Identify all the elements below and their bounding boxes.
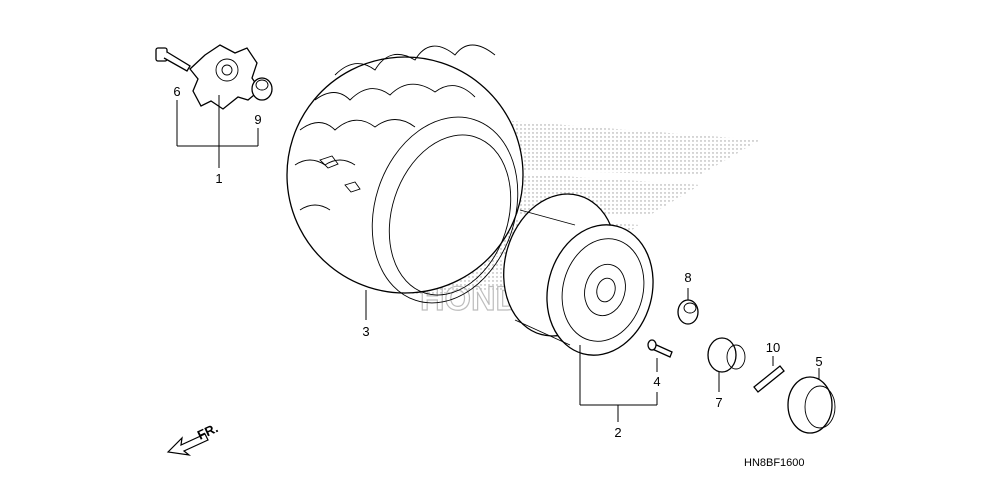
front-direction-arrow-icon bbox=[166, 433, 209, 456]
wheel-hub[interactable] bbox=[189, 44, 261, 110]
wheel-nut[interactable] bbox=[677, 299, 699, 325]
castle-nut[interactable] bbox=[707, 337, 746, 373]
callout-7: 7 bbox=[715, 395, 722, 410]
callout-4: 4 bbox=[653, 374, 660, 389]
wheel-rim[interactable] bbox=[488, 181, 667, 367]
callout-8: 8 bbox=[684, 270, 691, 285]
callout-6: 6 bbox=[173, 84, 180, 99]
callout-3: 3 bbox=[362, 324, 369, 339]
callout-9: 9 bbox=[254, 112, 261, 127]
leader-lines bbox=[176, 95, 820, 422]
drawing-code: HN8BF1600 bbox=[744, 457, 805, 469]
callout-2: 2 bbox=[614, 425, 621, 440]
tire-valve[interactable] bbox=[647, 339, 673, 358]
hub-cap[interactable] bbox=[787, 376, 836, 434]
tire[interactable] bbox=[256, 26, 553, 323]
callout-10: 10 bbox=[766, 340, 780, 355]
callout-5: 5 bbox=[815, 354, 822, 369]
front-direction-label: FR. bbox=[195, 420, 220, 442]
hub-bolt[interactable] bbox=[155, 47, 191, 72]
cotter-pin[interactable] bbox=[753, 365, 785, 393]
hub-nut[interactable] bbox=[251, 77, 273, 101]
callout-1: 1 bbox=[215, 171, 222, 186]
